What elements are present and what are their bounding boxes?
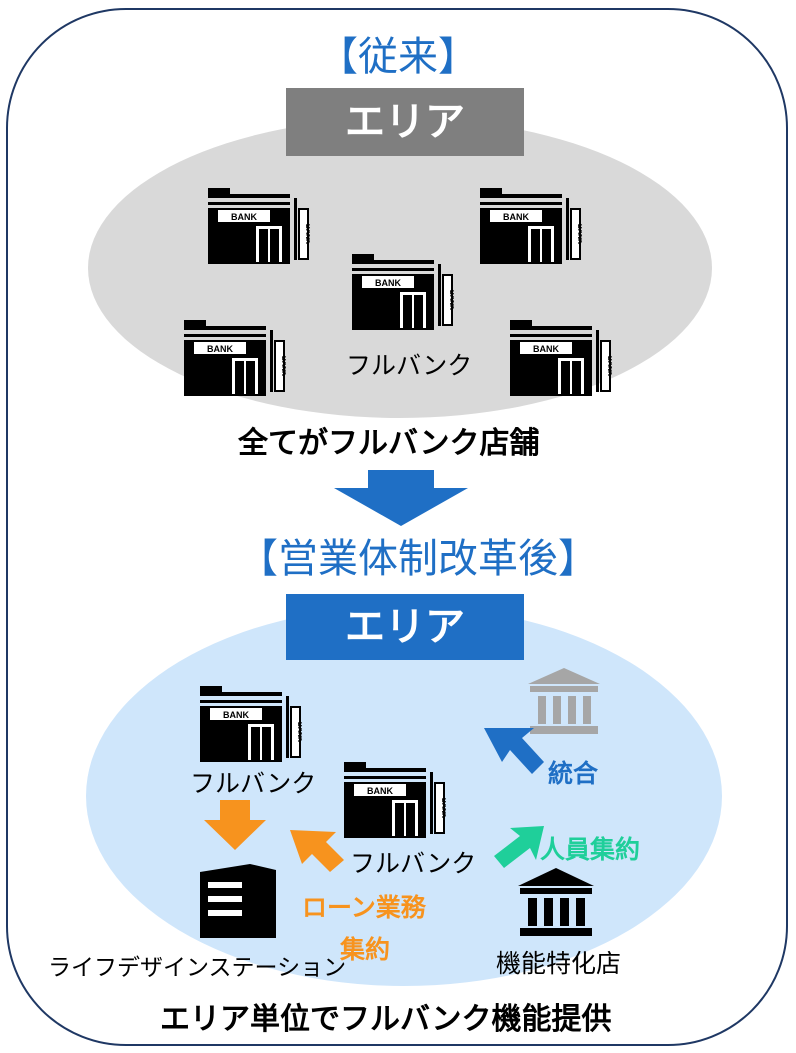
- bank-sign-text: BANK: [231, 212, 257, 222]
- bank-icon: BANK BANK: [344, 762, 446, 838]
- diagram-frame: [6, 8, 788, 1046]
- before-area-box: エリア: [286, 88, 524, 156]
- after-caption: エリア単位でフルバンク機能提供: [160, 1002, 612, 1037]
- staff-arrow-icon: [494, 826, 544, 868]
- life-design-label: ライフデザインステーション: [48, 955, 347, 981]
- staff-label: 人員集約: [540, 835, 641, 864]
- bank-icon: BANK BANK: [200, 686, 302, 762]
- merge-label: 統合: [548, 759, 599, 788]
- bank-icon: BANK BANK: [208, 188, 310, 264]
- bank-icon: BANK BANK: [352, 254, 454, 330]
- bank-side-text: BANK: [304, 224, 310, 244]
- fullbank-label: フルバンク: [350, 849, 477, 878]
- specialized-bank-icon: [518, 868, 594, 936]
- specialized-label: 機能特化店: [496, 949, 622, 978]
- bank-side-text: BANK: [440, 798, 446, 818]
- bank-sign-text: BANK: [375, 278, 401, 288]
- gray-bank-building-icon: [528, 668, 600, 734]
- bank-storefront-graphic: BANK BANK: [344, 762, 446, 838]
- bank-side-text: BANK: [296, 722, 302, 742]
- bank-sign-text: BANK: [207, 344, 233, 354]
- bank-icon: BANK BANK: [184, 320, 286, 396]
- after-area-box: エリア: [286, 594, 524, 660]
- fullbank-label: フルバンク: [190, 769, 317, 798]
- bank-storefront-graphic: BANK BANK: [480, 188, 582, 264]
- bank-side-text: BANK: [606, 356, 612, 376]
- before-title: 【従来】: [318, 34, 478, 80]
- life-design-station-icon: [200, 864, 276, 938]
- bank-side-text: BANK: [576, 224, 582, 244]
- bank-sign-text: BANK: [533, 344, 559, 354]
- diag-orange-arrow-icon: [290, 830, 344, 872]
- bank-icon: BANK BANK: [480, 188, 582, 264]
- bank-icon: BANK BANK: [510, 320, 612, 396]
- bank-side-text: BANK: [280, 356, 286, 376]
- bank-sign-text: BANK: [503, 212, 529, 222]
- fullbank-label: フルバンク: [346, 351, 473, 380]
- down-arrow-icon: [334, 470, 468, 526]
- bank-storefront-graphic: BANK BANK: [184, 320, 286, 396]
- before-caption: 全てがフルバンク店舗: [238, 426, 540, 461]
- bank-side-text: BANK: [448, 290, 454, 310]
- bank-storefront-graphic: BANK BANK: [352, 254, 454, 330]
- after-title: 【営業体制改革後】: [238, 536, 598, 582]
- bank-storefront-graphic: BANK BANK: [510, 320, 612, 396]
- bank-sign-text: BANK: [223, 710, 249, 720]
- loan-label-line1: ローン業務: [302, 893, 426, 922]
- bank-storefront-graphic: BANK BANK: [200, 686, 302, 762]
- bank-sign-text: BANK: [367, 786, 393, 796]
- merge-arrow-icon: [484, 728, 544, 774]
- down-orange-arrow-icon: [204, 800, 266, 850]
- loan-label-line2: 集約: [340, 935, 391, 964]
- bank-storefront-graphic: BANK BANK: [208, 188, 310, 264]
